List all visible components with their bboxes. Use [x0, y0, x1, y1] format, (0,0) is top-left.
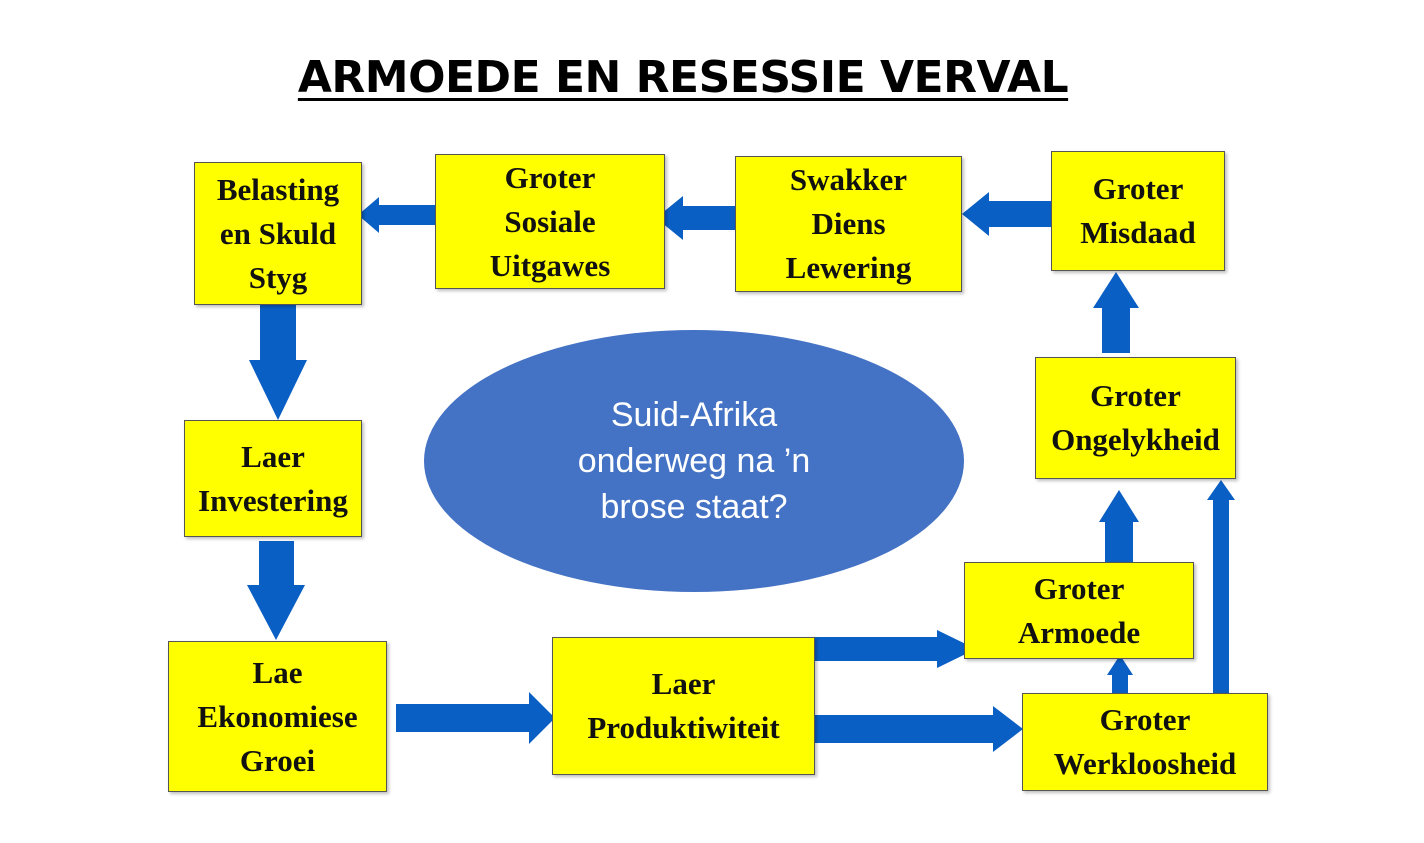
arrow-werkloosheid-to-ongelykheid [1207, 480, 1235, 693]
node-diens-line-1: Swakker [789, 162, 908, 197]
node-investering-line-2: Investering [198, 482, 348, 518]
diagram-title: ARMOEDE EN RESESSIE VERVAL [297, 52, 1069, 103]
arrow-groei-to-produktiwiteit [396, 692, 555, 744]
node-groei-line-2: Ekonomiese [197, 698, 358, 734]
arrow-armoede-to-ongelykheid [1099, 490, 1139, 563]
arrow-investering-to-groei [247, 541, 305, 640]
node-ongelykheid-line-1: Groter [1090, 378, 1181, 413]
node-diens: Swakker Diens Lewering [735, 156, 962, 292]
center-line-3: brose staat? [600, 488, 788, 526]
node-produktiwiteit-line-2: Produktiwiteit [587, 710, 780, 745]
node-werkloosheid-line-1: Groter [1099, 702, 1191, 737]
node-armoede-line-2: Armoede [1017, 614, 1141, 650]
center-line-2: onderweg na ’n [577, 442, 811, 480]
node-ongelykheid: Groter Ongelykheid [1035, 357, 1236, 479]
node-armoede: Groter Armoede [964, 562, 1194, 659]
node-groei-line-1: Lae [252, 654, 303, 690]
node-diens-line-2: Diens [811, 206, 886, 241]
node-belasting-line-1: Belasting [216, 171, 340, 207]
node-groei: Lae Ekonomiese Groei [168, 641, 387, 792]
node-produktiwiteit-line-1: Laer [651, 666, 716, 701]
node-misdaad: Groter Misdaad [1051, 151, 1225, 271]
node-sosiale-line-3: Uitgawes [489, 247, 611, 283]
node-belasting-line-3: Styg [248, 259, 308, 295]
center-ellipse: Suid-Afrika onderweg na ’n brose staat? [424, 330, 964, 592]
node-investering: Laer Investering [184, 420, 362, 537]
node-groei-line-3: Groei [239, 742, 316, 778]
arrow-belasting-to-investering [249, 305, 307, 420]
center-line-1: Suid-Afrika [610, 396, 778, 434]
node-werkloosheid-line-2: Werkloosheid [1053, 746, 1237, 781]
node-belasting: Belasting en Skuld Styg [194, 162, 362, 305]
node-ongelykheid-line-2: Ongelykheid [1051, 422, 1220, 457]
node-diens-line-3: Lewering [785, 250, 912, 285]
arrow-misdaad-to-diens [962, 192, 1051, 236]
arrow-sosiale-to-belasting [358, 197, 435, 233]
arrow-diens-to-sosiale [656, 196, 742, 240]
node-sosiale-line-2: Sosiale [504, 203, 596, 239]
node-produktiwiteit: Laer Produktiwiteit [552, 637, 815, 775]
node-sosiale: Groter Sosiale Uitgawes [435, 154, 665, 289]
node-belasting-line-2: en Skuld [219, 215, 337, 251]
arrow-ongelykheid-to-misdaad [1093, 272, 1139, 353]
node-misdaad-line-2: Misdaad [1080, 215, 1196, 250]
node-sosiale-line-1: Groter [504, 159, 596, 195]
node-misdaad-line-1: Groter [1092, 171, 1184, 206]
node-investering-line-1: Laer [241, 438, 305, 474]
arrow-produktiwiteit-to-werkloosheid [815, 706, 1023, 752]
arrow-werkloosheid-to-armoede [1107, 655, 1133, 693]
arrow-produktiwiteit-to-armoede [815, 630, 976, 668]
node-armoede-line-1: Groter [1033, 570, 1125, 606]
node-werkloosheid: Groter Werkloosheid [1022, 693, 1268, 791]
